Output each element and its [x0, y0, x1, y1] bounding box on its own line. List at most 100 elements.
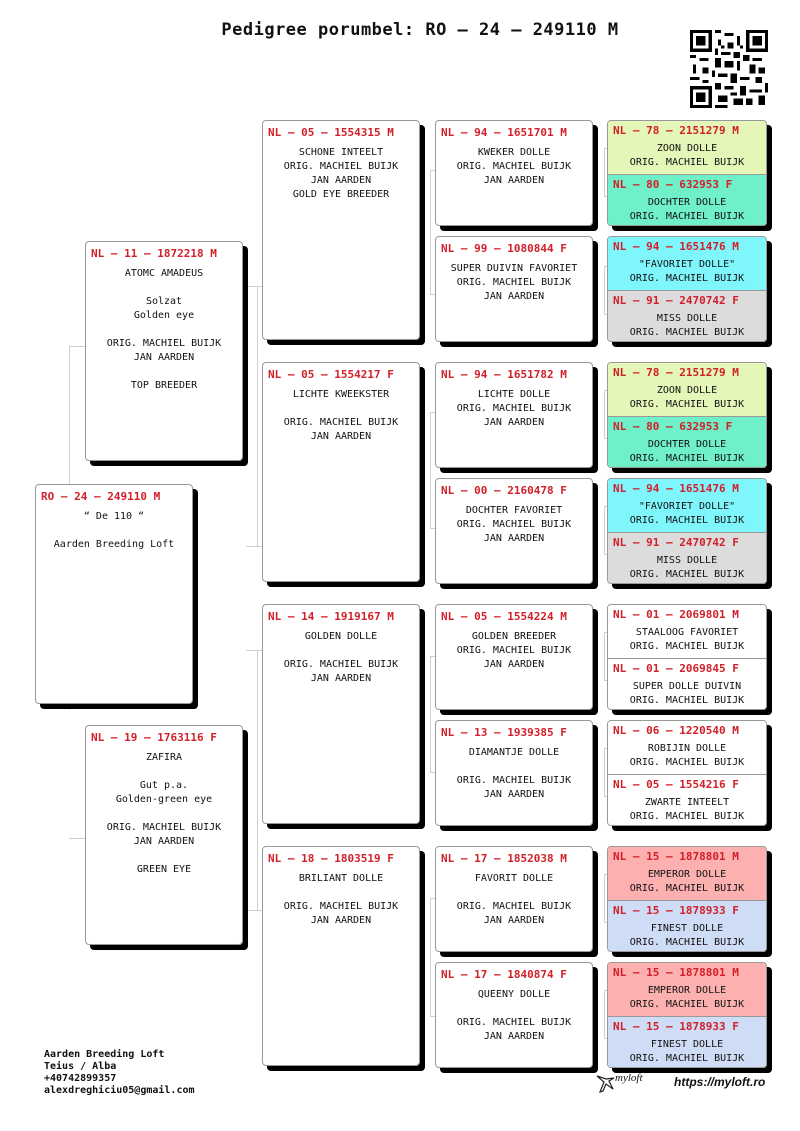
connector-line [604, 266, 605, 314]
box-line: LICHTE KWEEKSTER [292, 389, 390, 400]
connector-line [430, 898, 431, 1016]
connector-line [430, 294, 436, 295]
box-line: Golden eye [133, 310, 195, 321]
box-line [436, 760, 592, 774]
connector-line [246, 910, 262, 911]
ring-number: NL – 05 – 1554315 M [268, 126, 394, 139]
great-great-grandparents-group: NL – 94 – 1651476 M"FAVORIET DOLLE"ORIG.… [607, 478, 767, 584]
box-line: ROBIJIN DOLLE [647, 743, 727, 754]
box-line: JAN AARDEN [483, 1031, 545, 1042]
box-line: ORIG. MACHIEL BUIJK [456, 519, 572, 530]
great-great-grandparent-box[interactable]: NL – 94 – 1651476 M"FAVORIET DOLLE"ORIG.… [608, 237, 766, 290]
connector-line [69, 838, 85, 839]
box-line: ORIG. MACHIEL BUIJK [283, 417, 399, 428]
box-line: MISS DOLLE [656, 313, 718, 324]
ring-number: RO – 24 – 249110 M [41, 490, 161, 503]
box-line [86, 323, 242, 337]
box-line [263, 886, 419, 900]
great-grandparent-box[interactable]: NL – 00 – 2160478 F DOCHTER FAVORIET ORIG.… [435, 478, 593, 584]
box-line: "FAVORIET DOLLE" [638, 501, 736, 512]
box-line: BRILIANT DOLLE [298, 873, 384, 884]
connector-line [604, 1038, 608, 1039]
box-line: ORIG. MACHIEL BUIJK [106, 338, 222, 349]
box-line: STAALOOG FAVORIET [635, 627, 739, 638]
footer-loft-name: Aarden Breeding Loft [44, 1049, 165, 1060]
box-line: DOCHTER FAVORIET [465, 505, 563, 516]
footer-phone: +40742899357 [44, 1073, 117, 1084]
connector-line [246, 650, 262, 651]
ring-number: NL – 94 – 1651782 M [441, 368, 567, 381]
connector-line [430, 412, 436, 413]
connector-line [604, 554, 608, 555]
ring-number: NL – 15 – 1878933 F [613, 1020, 739, 1033]
ring-number: NL – 05 – 1554217 F [268, 368, 394, 381]
box-line: ORIG. MACHIEL BUIJK [629, 569, 745, 580]
box-line: SCHONE INTEELT [298, 147, 384, 158]
box-line: JAN AARDEN [133, 836, 195, 847]
ring-number: NL – 00 – 2160478 F [441, 484, 567, 497]
box-line: ORIG. MACHIEL BUIJK [456, 403, 572, 414]
connector-line [257, 286, 258, 546]
box-line: ORIG. MACHIEL BUIJK [283, 901, 399, 912]
box-line: DIAMANTJE DOLLE [468, 747, 560, 758]
connector-line [604, 796, 608, 797]
box-line: MISS DOLLE [656, 555, 718, 566]
footer-email[interactable]: alexdreghiciu05@gmail.com [44, 1085, 195, 1096]
box-line: ORIG. MACHIEL BUIJK [629, 515, 745, 526]
connector-line [604, 314, 608, 315]
connector-line [430, 170, 431, 294]
connector-line [604, 990, 605, 1038]
box-line: ORIG. MACHIEL BUIJK [456, 645, 572, 656]
connector-line [604, 390, 608, 391]
footer-location: Teius / Alba [44, 1061, 117, 1072]
connector-line [257, 650, 258, 910]
ring-number: NL – 80 – 632953 F [613, 178, 733, 191]
connector-line [604, 148, 605, 196]
box-line: ORIG. MACHIEL BUIJK [456, 161, 572, 172]
subject-box[interactable]: RO – 24 – 249110 M“ De 110 “Aarden Breed… [35, 484, 193, 704]
box-line: TOP BREEDER [130, 380, 198, 391]
box-line: FINEST DOLLE [650, 923, 724, 934]
box-line: ORIG. MACHIEL BUIJK [629, 811, 745, 822]
myloft-url-link[interactable]: https://myloft.ro [674, 1075, 766, 1089]
ring-number: NL – 05 – 1554216 F [613, 778, 739, 791]
connector-line [604, 632, 605, 680]
box-line: ZOON DOLLE [656, 385, 718, 396]
great-great-grandparent-box[interactable]: NL – 94 – 1651476 M"FAVORIET DOLLE"ORIG.… [608, 479, 766, 532]
connector-line [430, 772, 436, 773]
box-line [263, 402, 419, 416]
grandparent-box[interactable]: NL – 05 – 1554217 F LICHTE KWEEKSTER ORIG.… [262, 362, 420, 582]
ring-number: NL – 13 – 1939385 F [441, 726, 567, 739]
box-line: JAN AARDEN [483, 417, 545, 428]
box-line: ORIG. MACHIEL BUIJK [629, 757, 745, 768]
box-line: ORIG. MACHIEL BUIJK [283, 659, 399, 670]
